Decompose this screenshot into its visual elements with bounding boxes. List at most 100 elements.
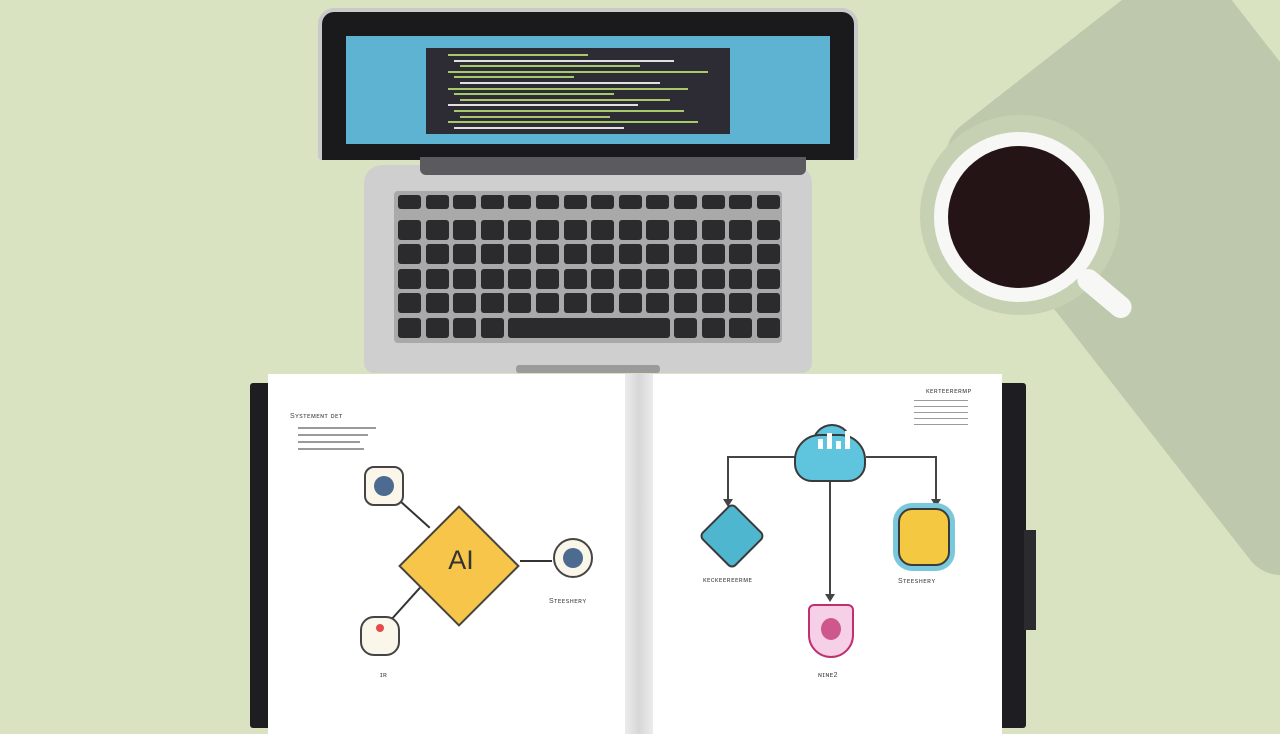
keyboard-key: [536, 268, 559, 289]
ai-node-label: AI: [448, 545, 474, 575]
keyboard-key: [425, 219, 449, 240]
arrowhead-icon: [723, 499, 733, 507]
keyboard-key: [591, 268, 615, 289]
keyboard-key: [536, 293, 559, 314]
right-bottom-node-caption: ɴɪɴᴇ2: [818, 672, 839, 679]
keyboard-key: [729, 219, 753, 240]
keyboard-key: [508, 244, 532, 265]
keyboard-key: [453, 268, 477, 289]
keyboard-key: [618, 195, 642, 209]
laptop-hinge: [420, 157, 806, 175]
text-line: [298, 427, 376, 429]
keyboard-key: [563, 195, 587, 209]
keyboard-key: [398, 318, 421, 338]
code-line: [454, 93, 614, 96]
keyboard-key: [563, 219, 587, 240]
keyboard-key: [756, 293, 780, 314]
keyboard-key: [756, 268, 780, 289]
left-page-heading: Ѕʏѕᴛᴇᴍᴇɴᴛ ᴅᴇᴛ: [290, 413, 343, 420]
keyboard-key: [453, 195, 477, 209]
text-line: [914, 400, 968, 401]
coffee-cup-icon: [934, 132, 1104, 302]
keyboard-key: [646, 244, 670, 265]
keyboard-key: [398, 268, 421, 289]
flow-line: [935, 456, 937, 500]
text-line: [298, 448, 364, 450]
flow-line: [728, 456, 796, 458]
keyboard-key: [508, 195, 532, 209]
robot-head-icon: [553, 538, 593, 578]
keyboard-key: [563, 268, 587, 289]
keyboard-key: [646, 195, 670, 209]
keyboard-key: [729, 244, 753, 265]
keyboard-key: [480, 293, 504, 314]
keyboard-key: [453, 293, 477, 314]
document-gear-icon: [360, 616, 400, 656]
keyboard-key: [756, 244, 780, 265]
notebook-strap: [1024, 530, 1036, 630]
keyboard-key: [756, 318, 780, 338]
keyboard-key: [425, 318, 449, 338]
keyboard-key: [701, 293, 725, 314]
keyboard-key: [563, 293, 587, 314]
trackpad-edge: [516, 365, 660, 373]
text-line: [298, 441, 360, 443]
keyboard-key: [701, 318, 725, 338]
keyboard-key: [398, 293, 421, 314]
keyboard-key: [646, 268, 670, 289]
keyboard-key: [536, 219, 559, 240]
text-line: [914, 424, 968, 425]
keyboard-key: [398, 244, 421, 265]
keyboard-key: [729, 318, 753, 338]
keyboard-key: [508, 293, 532, 314]
keyboard-key: [398, 195, 421, 209]
laptop-display: [346, 36, 830, 144]
keyboard-key: [674, 293, 697, 314]
keyboard-key: [425, 268, 449, 289]
keyboard-key: [729, 268, 753, 289]
keyboard-key: [508, 219, 532, 240]
keyboard-key: [701, 219, 725, 240]
keyboard-key: [646, 219, 670, 240]
code-line: [448, 104, 638, 107]
brain-chip-icon: [364, 466, 404, 506]
flow-line: [727, 456, 729, 500]
code-line: [454, 126, 624, 129]
code-line: [448, 70, 708, 73]
keyboard-key: [563, 244, 587, 265]
code-line: [454, 110, 684, 112]
keyboard-key: [618, 219, 642, 240]
right-page-heading: ᴋᴇʀᴛᴇᴇʀᴇʀᴍᴘ: [926, 388, 972, 395]
code-line: [454, 76, 574, 79]
keyboard-key: [701, 268, 725, 289]
laptop-keyboard: [394, 191, 782, 343]
left-bottom-node-caption: ɪʀ: [380, 672, 388, 679]
left-right-node-caption: Ѕᴛᴇᴇꜱʜᴇʀʏ: [549, 598, 587, 605]
keyboard-key: [674, 195, 697, 209]
notebook-spine: [625, 374, 653, 734]
coffee-surface: [948, 146, 1090, 288]
keyboard-key: [646, 293, 670, 314]
keyboard-key: [674, 244, 697, 265]
keyboard-key: [480, 244, 504, 265]
shield-icon: [808, 604, 854, 658]
code-editor-window: [426, 48, 730, 134]
right-right-node-caption: Ѕᴛᴇᴇꜱʜᴇʀʏ: [898, 578, 936, 585]
right-left-node-caption: ᴋᴇᴄᴋᴇᴇʀᴇᴇʀᴍᴇ: [703, 577, 753, 584]
arrowhead-icon: [931, 499, 941, 507]
keyboard-key: [591, 195, 615, 209]
keyboard-key: [729, 195, 753, 209]
keyboard-key: [591, 244, 615, 265]
text-line: [914, 406, 968, 407]
code-line: [460, 98, 670, 101]
laptop-screen-lid: [318, 8, 858, 160]
spacebar-key: [508, 318, 670, 338]
code-line: [448, 121, 698, 124]
laptop-base: [364, 165, 812, 373]
keyboard-key: [591, 293, 615, 314]
keyboard-key: [536, 244, 559, 265]
keyboard-key: [536, 195, 559, 209]
arrowhead-icon: [825, 594, 835, 602]
code-line: [448, 87, 688, 90]
